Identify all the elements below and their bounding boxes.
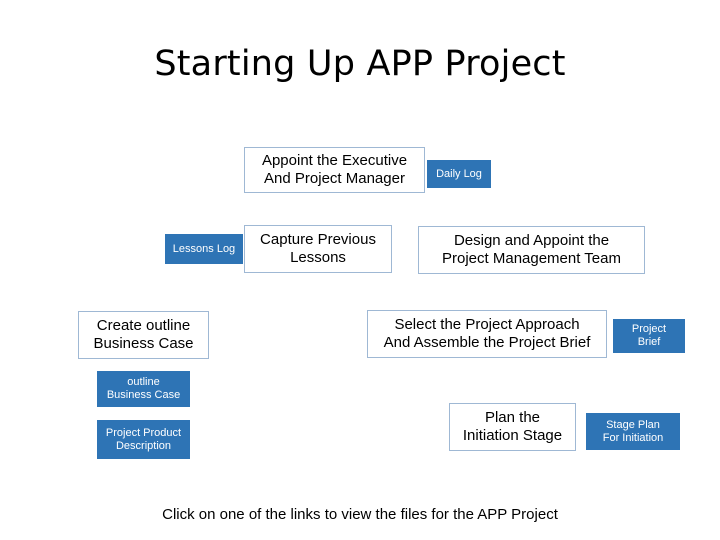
daily-log-box[interactable]: Daily Log	[427, 160, 491, 188]
lessons-log-label: Lessons Log	[172, 242, 236, 255]
lessons-log-box[interactable]: Lessons Log	[165, 234, 243, 264]
page-title: Starting Up APP Project	[154, 44, 566, 84]
footer-instruction: Click on one of the links to view the fi…	[162, 506, 558, 523]
daily-log-label: Daily Log	[436, 167, 482, 180]
